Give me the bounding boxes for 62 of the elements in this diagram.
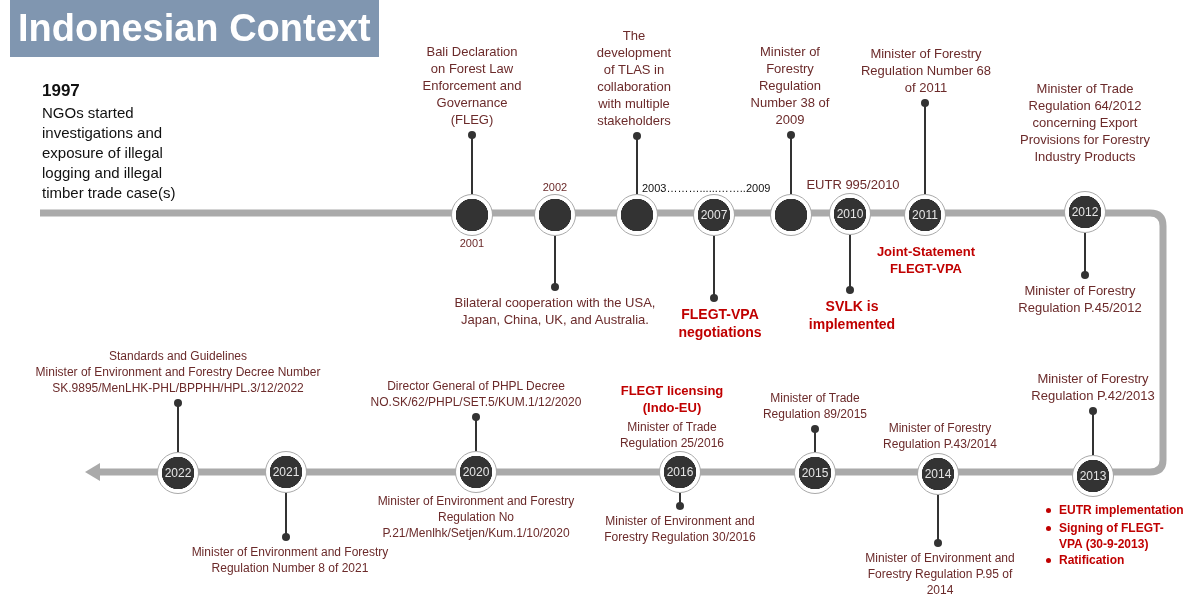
event-text: Minister of Trade Regulation 25/2016 <box>618 419 726 451</box>
year-marker: 2011 <box>904 194 946 236</box>
event-text: Joint-Statement FLEGT-VPA <box>875 243 977 277</box>
event-text: Minister of Trade Regulation 89/2015 <box>761 390 869 422</box>
event-text: EUTR implementation <box>1059 502 1184 518</box>
leader-line <box>787 131 795 195</box>
event-text: Minister of Forestry Regulation Number 68 of 2011 <box>859 45 993 96</box>
year-label: 1997 <box>42 80 81 102</box>
event-text: FLEGT-VPA negotiations <box>677 305 763 341</box>
event-text: Bilateral cooperation with the USA, Japan, China, UK, and Australia. <box>453 294 657 328</box>
leader-line <box>551 235 559 291</box>
title: Indonesian Context <box>10 0 379 57</box>
year-marker: 2021 <box>265 451 307 493</box>
event-text: Minister of Environment and Forestry Regulation P.95 of 2014 <box>864 550 1016 598</box>
leader-line <box>921 99 929 195</box>
event-text: Minister of Forestry Regulation P.43/2014 <box>882 420 998 452</box>
event-text: Minister of Environment and Forestry Regulation Number 8 of 2021 <box>190 544 390 576</box>
year-marker: 2022 <box>157 452 199 494</box>
leader-line <box>1089 407 1097 456</box>
event-text: Standards and Guidelines <box>107 348 249 364</box>
event-text: Bali Declaration on Forest Law Enforcement and Governance (FLEG) <box>421 43 523 128</box>
note-text: NGOs started investigations and exposure of illegal logging and illegal timber trade case(s) <box>42 103 177 203</box>
leader-line <box>846 234 854 294</box>
event-text: Minister of Forestry Regulation Number 38 of 2009 <box>749 43 831 128</box>
event-text: Signing of FLEGT-VPA (30-9-2013) <box>1059 520 1165 552</box>
leader-line <box>1081 232 1089 279</box>
year-marker: 2014 <box>917 453 959 495</box>
event-text: The development of TLAS in collaboration with multiple stakeholders <box>595 27 673 129</box>
event-text: Minister of Environment and Forestry Regulation 30/2016 <box>603 513 757 545</box>
leader-line <box>174 399 182 453</box>
event-text: EUTR 995/2010 <box>805 176 901 193</box>
leader-line <box>676 492 684 510</box>
event-text: FLEGT licensing (Indo-EU) <box>619 382 725 416</box>
event-text: Ratification <box>1059 552 1125 568</box>
year-marker: 2016 <box>659 451 701 493</box>
leader-line <box>934 494 942 547</box>
year-marker <box>534 194 576 236</box>
year-marker: 2007 <box>693 194 735 236</box>
event-text: Minister of Trade Regulation 64/2012 concerning Export Provisions for Forestry Industry Products <box>1018 80 1151 165</box>
year-marker: 2020 <box>455 451 497 493</box>
year-label: 2001 <box>458 236 486 251</box>
year-marker: 2013 <box>1072 455 1114 497</box>
event-text: SVLK is implemented <box>807 297 897 333</box>
leader-line <box>811 425 819 453</box>
leader-line <box>472 413 480 452</box>
year-marker: 2012 <box>1064 191 1106 233</box>
year-label: 2002 <box>541 180 569 195</box>
year-marker: 2010 <box>829 193 871 235</box>
leader-line <box>710 235 718 302</box>
year-marker <box>451 194 493 236</box>
event-text: Director General of PHPL Decree NO.SK/62/PHPL/SET.5/KUM.1/12/2020 <box>369 378 583 410</box>
event-text: Minister of Environment and Forestry Regulation No P.21/Menlhk/Setjen/Kum.1/10/2020 <box>376 493 576 541</box>
event-text: Minister of Forestry Regulation P.45/2012 <box>1017 282 1143 316</box>
leader-line <box>282 492 290 541</box>
note-text: 2003………......……..2009 <box>642 181 772 196</box>
year-marker: 2015 <box>794 452 836 494</box>
year-marker <box>616 194 658 236</box>
event-text: Minister of Environment and Forestry Decree Number SK.9895/MenLHK-PHL/BPPHH/HPL.3/12/2022 <box>35 364 321 396</box>
event-text: Minister of Forestry Regulation P.42/2013 <box>1030 370 1156 404</box>
leader-line <box>633 132 641 195</box>
leader-line <box>468 131 476 195</box>
year-marker <box>770 194 812 236</box>
